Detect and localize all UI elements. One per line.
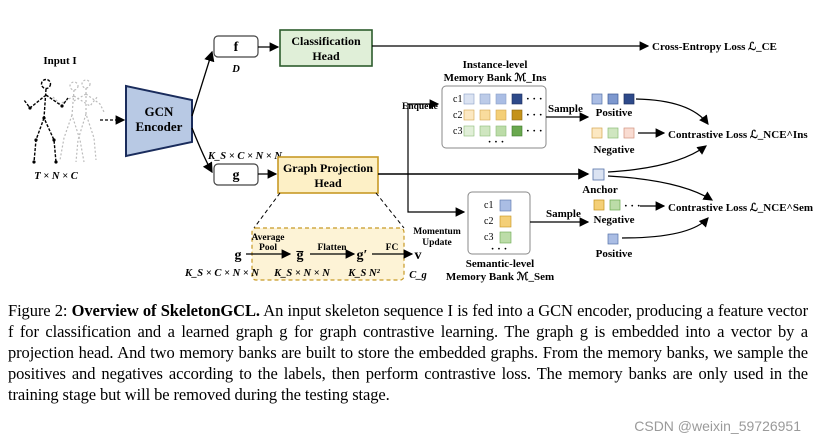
contrastive-sem-label: Contrastive Loss ℒ_NCE^Sem — [668, 202, 813, 214]
f-symbol: f — [234, 40, 239, 55]
encoder-to-g-arrow — [191, 127, 213, 174]
detail-g-dim: K_S × C × N × N — [184, 268, 259, 279]
figure-caption: Figure 2: Overview of SkeletonGCL. An in… — [8, 300, 808, 405]
g-dim: K_S × C × N × N — [207, 151, 282, 162]
projection-head-label-2: Head — [314, 176, 342, 190]
sem-class-label-c3: c3 — [484, 232, 493, 243]
v-symbol: v — [415, 248, 422, 263]
sem-negative-sample-1 — [593, 199, 605, 211]
skeleton-sequence-icon — [23, 78, 105, 164]
instance-bank-label-2: Memory Bank ℳ_Ins — [444, 72, 548, 84]
classification-head-label-1: Classification — [291, 34, 361, 48]
positive-sample-2 — [607, 93, 619, 105]
class-label-c3: c3 — [453, 126, 462, 137]
detail-guide-left — [253, 192, 281, 229]
encoder-label-2: Encoder — [136, 119, 183, 134]
flatten-label: Flatten — [317, 243, 347, 253]
sem-class-label-c2: c2 — [484, 216, 493, 227]
avg-pool-label-1: Average — [251, 233, 284, 243]
enqueue-label: Enqueue — [402, 102, 438, 112]
positive-sample-3 — [623, 93, 635, 105]
g-bar: g̅ — [296, 248, 304, 263]
graph-projection-head — [277, 156, 379, 194]
sem-positive-sample — [607, 233, 619, 245]
class-label-c2: c2 — [453, 110, 462, 121]
semantic-bank-label-2: Memory Bank ℳ_Sem — [446, 271, 554, 283]
sem-negative-sample-2 — [609, 199, 621, 211]
negative-sample-1 — [591, 127, 603, 139]
avg-pool-label-2: Pool — [259, 243, 277, 253]
momentum-label-2: Update — [422, 238, 452, 248]
input-dims: T × N × C — [34, 171, 78, 182]
classification-head-label-2: Head — [312, 49, 340, 63]
row1-ellipsis: · · · — [526, 93, 543, 105]
contrastive-ins-label: Contrastive Loss ℒ_NCE^Ins — [668, 129, 808, 141]
row3-ellipsis: · · · — [526, 125, 543, 137]
momentum-label-1: Momentum — [413, 227, 461, 237]
positive-label-1: Positive — [596, 107, 633, 119]
anchor-to-sem-loss-arrow — [607, 175, 714, 201]
watermark: CSDN @weixin_59726951 — [634, 418, 801, 434]
anchor-to-ins-loss-arrow — [607, 145, 707, 173]
gcn-encoder — [125, 84, 193, 158]
negative-label-2: Negative — [594, 214, 635, 226]
g-bar-dim: K_S × N × N — [273, 268, 330, 279]
sem-negative-ellipsis: · · · — [624, 200, 641, 212]
anchor-sample — [592, 168, 605, 181]
anchor-label: Anchor — [582, 184, 618, 196]
bank-ellipsis: · · · — [488, 136, 505, 148]
row2-ellipsis: · · · — [526, 109, 543, 121]
sample-label-1: Sample — [548, 103, 583, 115]
g-symbol: g — [233, 168, 240, 183]
semantic-bank-rows: c1 c2 c3 · · · — [484, 199, 512, 255]
negative-sample-2 — [607, 127, 619, 139]
caption-prefix: Figure 2: — [8, 301, 72, 320]
detail-g: g — [235, 248, 242, 263]
negative-label-1: Negative — [594, 144, 635, 156]
caption-body: An input skeleton sequence I is fed into… — [8, 301, 808, 404]
semantic-bank-label-1: Semantic-level — [466, 258, 534, 270]
fc-label: FC — [386, 243, 399, 253]
enqueue-arrow — [407, 99, 440, 174]
g-prime: g′ — [357, 248, 368, 263]
g-prime-dim: K_S N² — [347, 268, 380, 279]
projection-head-label-1: Graph Projection — [283, 161, 373, 175]
sem-positive-to-loss-arrow — [621, 217, 709, 239]
positive-label-2: Positive — [596, 248, 633, 260]
positive-sample-1 — [591, 93, 603, 105]
instance-bank-rows: c1 c2 c3 · · · · · · · · · · · · — [453, 93, 543, 148]
encoder-label-1: GCN — [145, 104, 175, 119]
input-label: Input I — [43, 55, 76, 67]
sem-class-label-c1: c1 — [484, 200, 493, 211]
f-dim: D — [231, 64, 240, 75]
semantic-memory-bank — [467, 191, 531, 255]
detail-guide-right — [375, 192, 405, 229]
encoder-to-f-arrow — [191, 50, 215, 117]
sem-bank-ellipsis: · · · — [491, 243, 508, 255]
sample-label-2: Sample — [546, 208, 581, 220]
ce-loss-label: Cross-Entropy Loss ℒ_CE — [652, 41, 777, 53]
momentum-arrow — [407, 174, 466, 217]
instance-bank-label-1: Instance-level — [463, 59, 528, 71]
positive-to-loss-arrow — [635, 98, 709, 125]
overview-diagram: Input I T × N × C GCN Encoder f D Classi… — [23, 29, 813, 283]
class-label-c1: c1 — [453, 94, 462, 105]
negative-sample-3 — [623, 127, 635, 139]
v-dim: C_g — [409, 270, 427, 281]
classification-head — [279, 29, 373, 67]
caption-title: Overview of SkeletonGCL. — [71, 301, 260, 320]
